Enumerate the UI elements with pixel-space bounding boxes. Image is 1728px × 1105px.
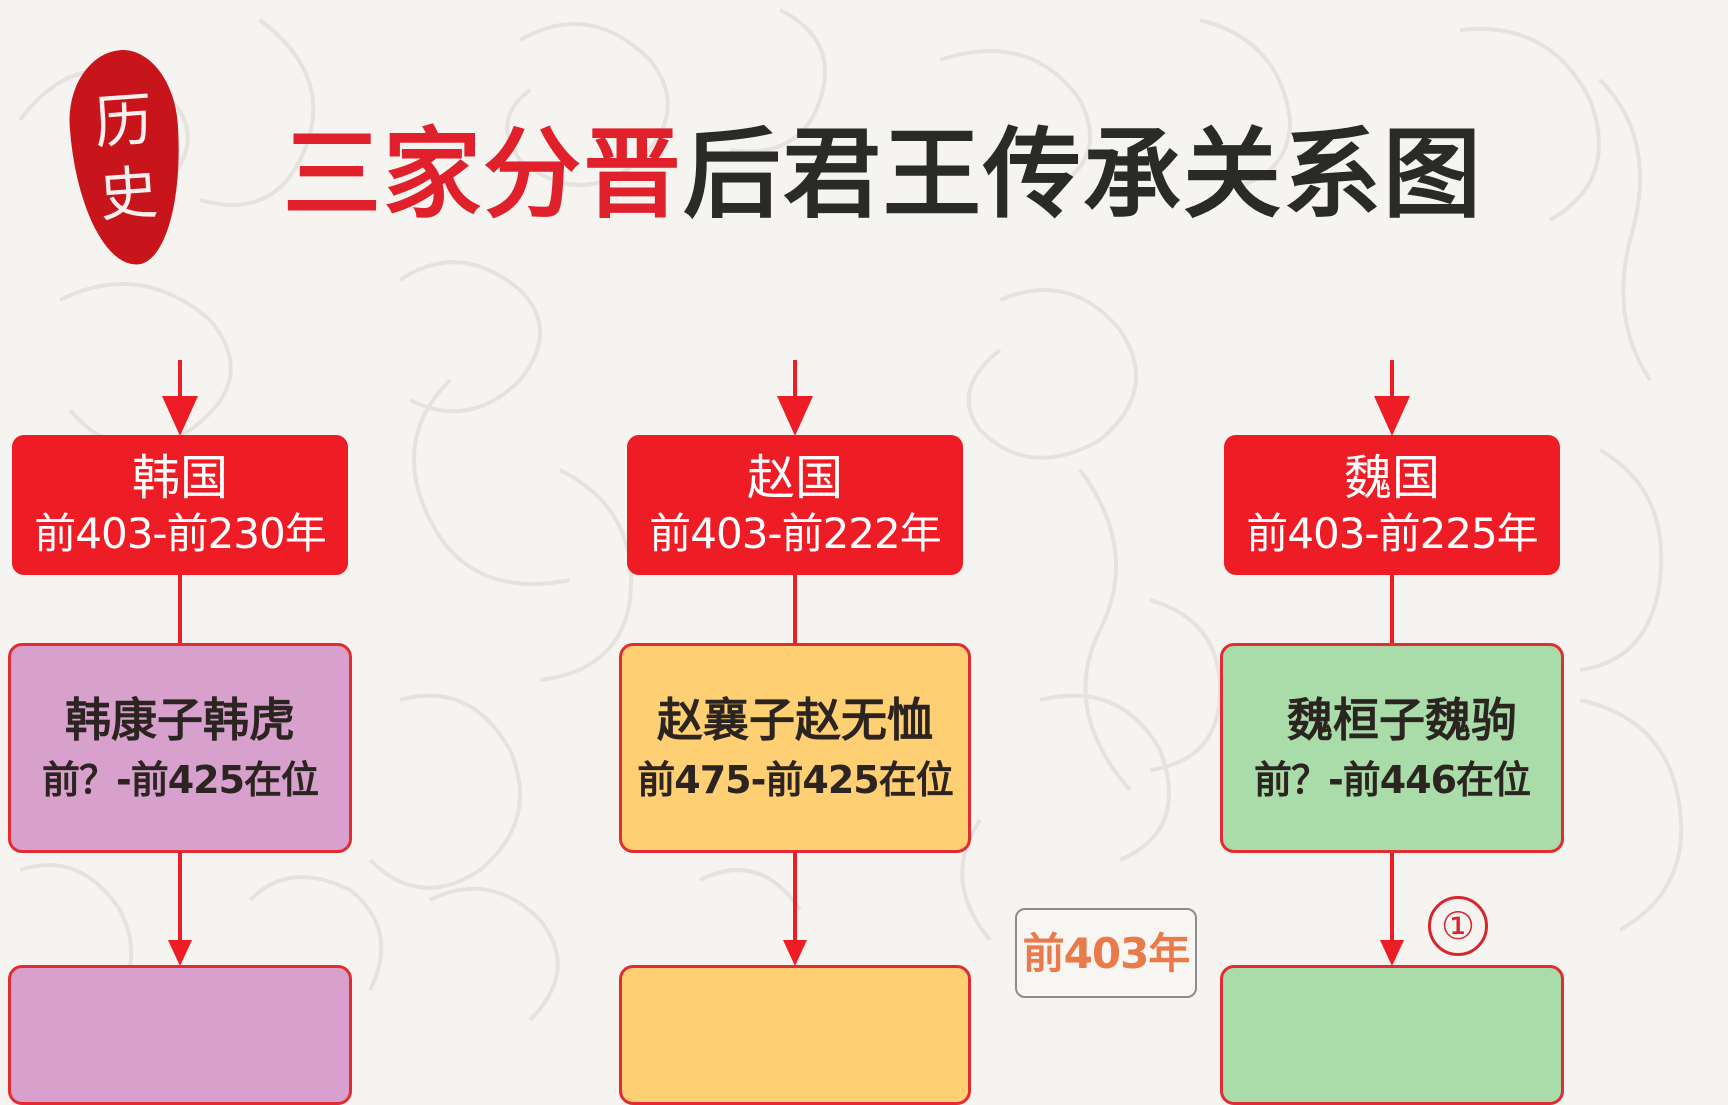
- ruler-reign: 前？-前425在位: [41, 758, 319, 802]
- connector-han-top: [178, 360, 182, 402]
- arrow-down-icon: [1380, 940, 1404, 966]
- ruler-name: 韩康子韩虎: [65, 693, 295, 747]
- seal-char-2: 史: [97, 157, 160, 230]
- succession-diagram: 历 史 三家分晋后君王传承关系图 韩国 前403-前230年 韩康子韩虎 前？-…: [8, 46, 1564, 1105]
- connector-zhao-bottom: [793, 853, 797, 948]
- ruler-box-zhao-xiangzi: 赵襄子赵无恤 前475-前425在位: [619, 643, 971, 853]
- state-box-zhao: 赵国 前403-前222年: [627, 435, 963, 575]
- state-period: 前403-前230年: [34, 509, 327, 558]
- connector-han-bottom: [178, 853, 182, 948]
- ruler-reign: 前？-前446在位: [1253, 758, 1531, 802]
- history-seal-logo: 历 史: [64, 46, 188, 269]
- ruler-name: 赵襄子赵无恤: [657, 693, 933, 747]
- arrow-down-icon: [777, 396, 813, 436]
- ruler-box-wei-huanzi: 魏桓子魏驹 前？-前446在位: [1220, 643, 1564, 853]
- connector-wei-bottom: [1390, 853, 1394, 948]
- ruler-name: 魏桓子魏驹: [1287, 693, 1517, 747]
- state-box-wei: 魏国 前403-前225年: [1224, 435, 1560, 575]
- state-period: 前403-前222年: [649, 509, 942, 558]
- title-highlight: 三家分晋: [283, 117, 684, 232]
- arrow-down-icon: [783, 940, 807, 966]
- step-marker-1: ①: [1428, 896, 1488, 956]
- title-rest: 后君王传承关系图: [683, 117, 1484, 232]
- arrow-down-icon: [168, 940, 192, 966]
- ruler-box-wei-next: [1220, 965, 1564, 1105]
- ruler-reign: 前475-前425在位: [637, 758, 953, 802]
- ruler-box-han-kangzi: 韩康子韩虎 前？-前425在位: [8, 643, 352, 853]
- seal-char-1: 历: [92, 85, 155, 158]
- ruler-box-han-next: [8, 965, 352, 1105]
- arrow-down-icon: [162, 396, 198, 436]
- year-label-403bc: 前403年: [1015, 908, 1197, 998]
- connector-wei-top: [1390, 360, 1394, 402]
- connector-zhao-top: [793, 360, 797, 402]
- state-name: 韩国: [131, 450, 228, 506]
- connector-wei-mid: [1390, 575, 1394, 645]
- state-name: 赵国: [746, 450, 843, 506]
- page-title: 三家分晋后君王传承关系图: [283, 106, 1483, 232]
- state-period: 前403-前225年: [1246, 509, 1539, 558]
- arrow-down-icon: [1374, 396, 1410, 436]
- state-box-han: 韩国 前403-前230年: [12, 435, 348, 575]
- connector-zhao-mid: [793, 575, 797, 645]
- ruler-box-zhao-next: [619, 965, 971, 1105]
- connector-han-mid: [178, 575, 182, 645]
- state-name: 魏国: [1343, 450, 1440, 506]
